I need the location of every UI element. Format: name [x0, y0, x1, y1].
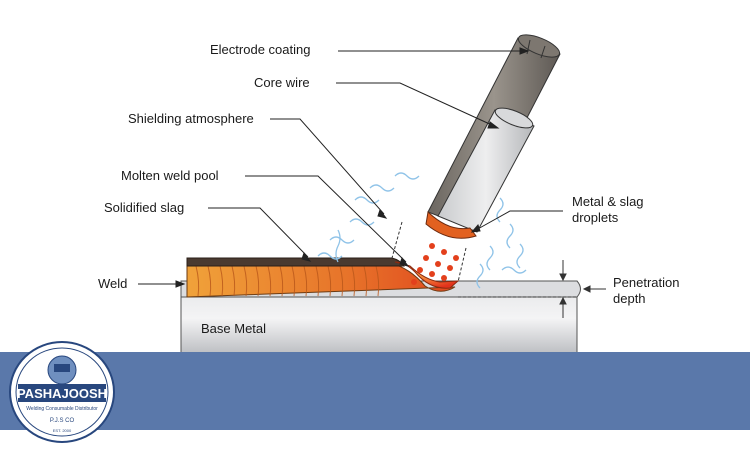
svg-text:EST. 2000: EST. 2000: [53, 428, 72, 433]
leader-lines: [138, 47, 563, 288]
svg-text:PASHAJOOSH: PASHAJOOSH: [17, 386, 107, 401]
label-weld: Weld: [98, 276, 128, 291]
arc-boundary: [391, 221, 577, 298]
label-penetration-depth-2: depth: [613, 291, 646, 306]
metal-slag-droplets: [411, 243, 459, 285]
label-shielding-atmosphere: Shielding atmosphere: [128, 111, 254, 126]
solidified-slag-layer: [186, 257, 405, 267]
weld-bead: [186, 262, 456, 298]
label-penetration-depth-1: Penetration: [613, 275, 680, 290]
label-electrode-coating: Electrode coating: [210, 42, 311, 57]
footer-band: [0, 352, 750, 430]
label-metal-slag-droplets-2: droplets: [572, 210, 619, 225]
penetration-depth-marker: [559, 260, 606, 318]
label-solidified-slag: Solidified slag: [104, 200, 185, 215]
electrode: [425, 34, 561, 239]
svg-text:Welding Consumable Distributor: Welding Consumable Distributor: [26, 406, 98, 412]
label-molten-weld-pool: Molten weld pool: [121, 168, 219, 183]
label-base-metal: Base Metal: [201, 321, 267, 336]
label-core-wire: Core wire: [254, 75, 310, 90]
svg-text:P.J.S CO: P.J.S CO: [50, 418, 75, 424]
pashajoosh-logo: PASHAJOOSH Welding Consumable Distributo…: [9, 341, 115, 443]
label-metal-slag-droplets-1: Metal & slag: [572, 194, 644, 209]
